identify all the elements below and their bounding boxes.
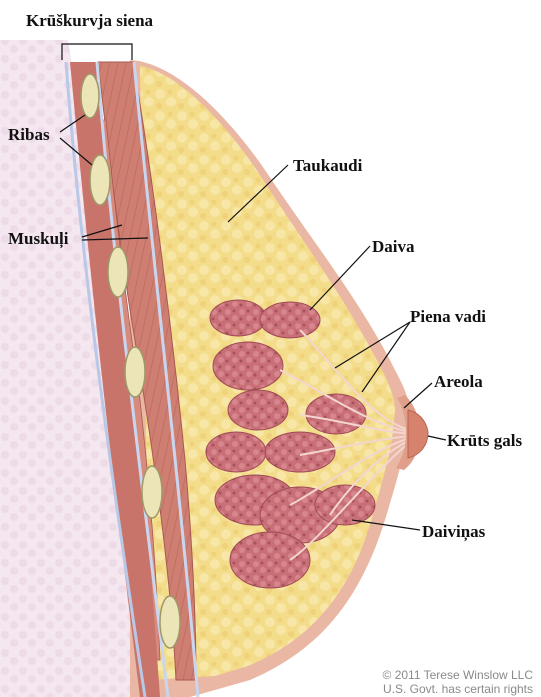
copyright-line-1: © 2011 Terese Winslow LLC [383,669,533,681]
nipple-label: Krūts gals [447,432,522,449]
chest-wall-label: Krūškurvja siena [26,12,153,29]
muscles-label: Muskuļi [8,230,68,247]
copyright-line-2: U.S. Govt. has certain rights [383,683,533,695]
milk-ducts-label: Piena vadi [410,308,486,325]
areola-label: Areola [434,373,483,390]
ribs-label: Ribas [8,126,50,143]
lobe-label: Daiva [372,238,415,255]
lobules-label: Daiviņas [422,523,485,540]
fat-label: Taukaudi [293,157,362,174]
nipple [408,410,428,458]
